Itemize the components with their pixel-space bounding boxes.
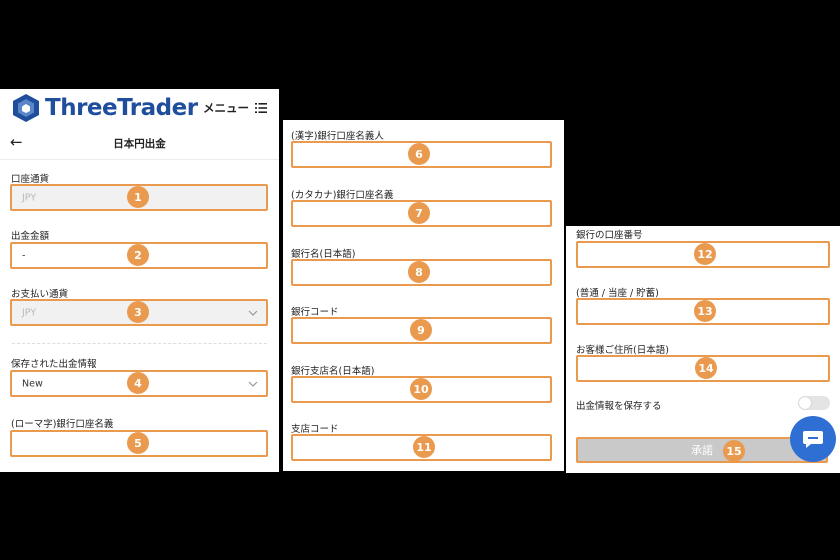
submit-label: 承諾: [691, 444, 713, 457]
chat-icon: [803, 431, 823, 448]
account-number-label: 銀行の口座番号: [576, 230, 643, 241]
payment-currency-value: JPY: [22, 307, 37, 318]
amount-label: 出金金額: [11, 231, 50, 242]
romaji-name-label: (ローマ字)銀行口座名義: [11, 419, 114, 430]
bank-code-label: 銀行コード: [291, 307, 339, 318]
address-label: お客様ご住所(日本語): [576, 345, 669, 356]
menu-label: メニュー: [203, 101, 249, 115]
toggle-knob: [799, 397, 811, 409]
withdrawal-form-panel-2: (漢字)銀行口座名義人 6 (カタカナ)銀行口座名義 7 銀行名(日本語) 8 …: [283, 120, 564, 471]
withdrawal-form-panel-1: ThreeTrader メニュー ← 日本円出金 口座通貨 JPY 1 出金金額…: [0, 89, 279, 472]
threetrader-logo-icon: [13, 94, 39, 122]
step-badge: 11: [413, 436, 435, 458]
saved-info-value: New: [22, 378, 43, 389]
divider: [12, 343, 267, 344]
page-header: ← 日本円出金: [0, 127, 279, 160]
step-badge: 5: [127, 432, 149, 454]
submit-button[interactable]: 承諾: [576, 437, 828, 463]
step-badge: 4: [127, 372, 149, 394]
step-badge: 2: [127, 244, 149, 266]
account-currency-value: JPY: [22, 192, 37, 203]
account-currency-label: 口座通貨: [11, 174, 50, 185]
page-title: 日本円出金: [113, 138, 166, 150]
step-badge: 1: [127, 186, 149, 208]
brand-logo[interactable]: ThreeTrader: [11, 93, 198, 123]
amount-value: -: [22, 250, 26, 261]
back-arrow-icon[interactable]: ←: [10, 133, 23, 151]
bank-name-label: 銀行名(日本語): [291, 249, 356, 260]
chat-button[interactable]: [790, 416, 836, 462]
hamburger-icon: [255, 103, 267, 113]
step-badge: 9: [410, 319, 432, 341]
katakana-name-label: (カタカナ)銀行口座名義: [291, 190, 394, 201]
step-badge: 13: [694, 300, 716, 322]
step-badge: 14: [695, 357, 717, 379]
step-badge: 10: [410, 378, 432, 400]
branch-code-label: 支店コード: [291, 424, 339, 435]
step-badge: 15: [723, 440, 745, 462]
kanji-name-label: (漢字)銀行口座名義人: [291, 131, 384, 142]
branch-name-label: 銀行支店名(日本語): [291, 366, 375, 377]
save-info-toggle[interactable]: [798, 396, 830, 410]
save-info-label: 出金情報を保存する: [576, 401, 662, 412]
step-badge: 6: [408, 143, 430, 165]
step-badge: 3: [127, 301, 149, 323]
chevron-down-icon: [248, 381, 258, 387]
step-badge: 12: [694, 243, 716, 265]
step-badge: 7: [408, 202, 430, 224]
menu-button[interactable]: メニュー: [203, 100, 267, 116]
account-type-label: (普通 / 当座 / 貯蓄): [576, 288, 659, 299]
saved-info-label: 保存された出金情報: [11, 359, 97, 370]
payment-currency-label: お支払い通貨: [11, 289, 69, 300]
chevron-down-icon: [248, 310, 258, 316]
brand-name: ThreeTrader: [45, 95, 198, 121]
step-badge: 8: [408, 261, 430, 283]
